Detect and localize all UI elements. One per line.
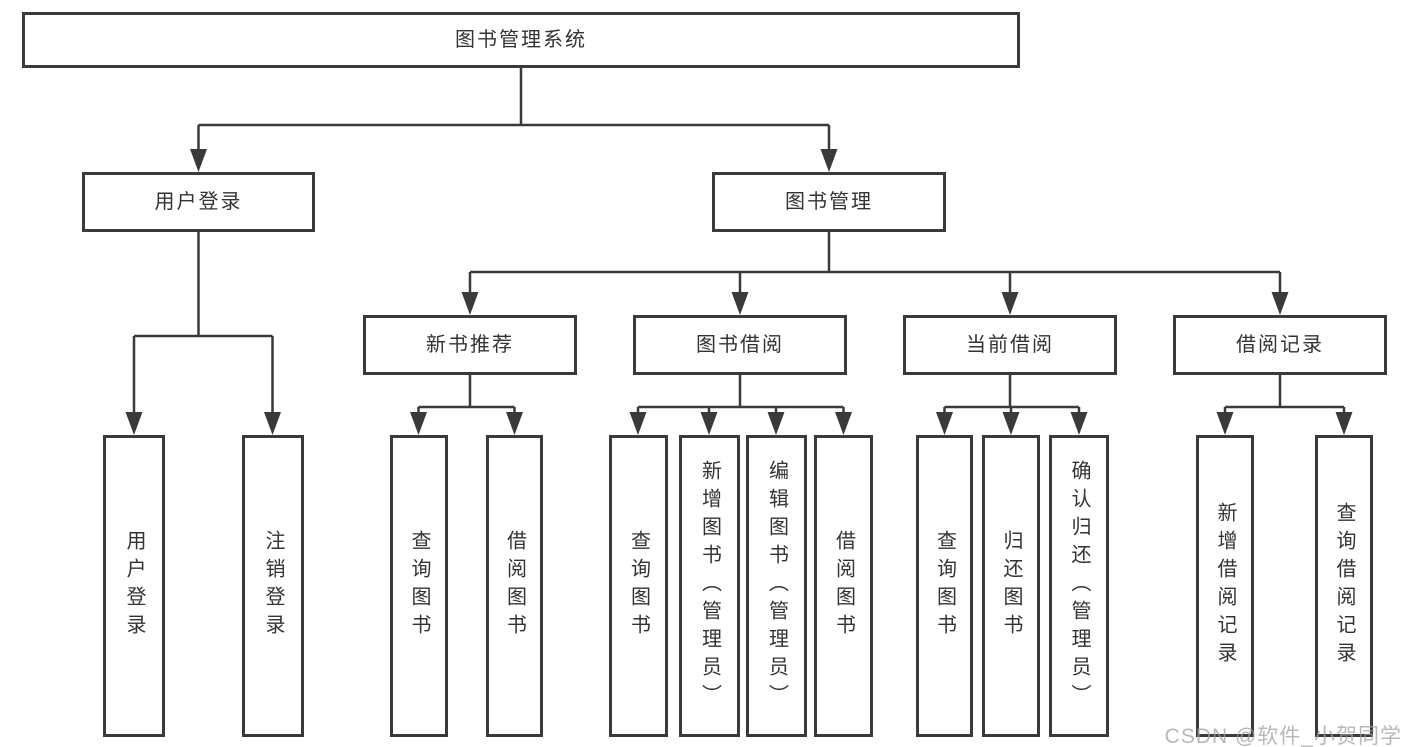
connector-user-login-to-leaves	[132, 232, 274, 418]
arrowhead	[125, 412, 143, 435]
leaf-logout: 注销登录	[242, 435, 304, 737]
leaf-borrow-books-borrowing: 借阅图书	[814, 435, 873, 737]
connector-book-management-to-level3	[468, 232, 1282, 298]
connector-root-to-level2	[197, 68, 831, 155]
arrowhead	[190, 149, 207, 172]
node-book-borrowing: 图书借阅	[633, 315, 847, 375]
arrowhead	[264, 412, 281, 435]
leaf-query-books-recommend: 查询图书	[390, 435, 448, 737]
arrowhead	[1001, 292, 1019, 315]
arrowhead	[629, 412, 647, 435]
node-new-book-recommend: 新书推荐	[363, 315, 577, 375]
connector-lines	[132, 68, 1346, 418]
arrowheads	[125, 149, 1353, 435]
node-library-system: 图书管理系统	[22, 12, 1020, 68]
arrowhead	[936, 412, 953, 435]
leaf-edit-books-admin: 编辑图书（管理员）	[746, 435, 807, 737]
arrowhead	[1070, 412, 1088, 435]
arrowhead	[1002, 412, 1020, 435]
leaf-add-books-admin: 新增图书（管理员）	[679, 435, 740, 737]
leaf-borrow-books-recommend: 借阅图书	[486, 435, 543, 737]
arrowhead	[461, 292, 479, 315]
leaf-query-books-current: 查询图书	[916, 435, 973, 737]
arrowhead	[410, 412, 427, 435]
connector-book-borrowing-to-leaves	[636, 375, 845, 418]
arrowhead	[1216, 412, 1234, 435]
connector-borrowing-records-to-leaves	[1223, 375, 1346, 418]
node-book-management: 图书管理	[712, 172, 946, 232]
connector-new-book-recommend-to-leaves	[417, 375, 516, 418]
node-user-login: 用户登录	[82, 172, 315, 232]
leaf-user-login: 用户登录	[103, 435, 165, 737]
connector-current-borrowing-to-leaves	[943, 375, 1081, 418]
arrowhead	[1335, 412, 1353, 435]
node-current-borrowing: 当前借阅	[903, 315, 1117, 375]
leaf-add-borrow-record: 新增借阅记录	[1196, 435, 1254, 737]
leaf-query-books-borrowing: 查询图书	[609, 435, 668, 737]
arrowhead	[1271, 292, 1289, 315]
csdn-watermark: CSDN @软件_小贺同学	[1164, 725, 1402, 747]
leaf-return-books: 归还图书	[982, 435, 1040, 737]
node-borrowing-records: 借阅记录	[1173, 315, 1387, 375]
arrowhead	[835, 412, 852, 435]
arrowhead	[767, 412, 785, 435]
leaf-query-borrow-record: 查询借阅记录	[1315, 435, 1373, 737]
arrowhead	[506, 412, 523, 435]
leaf-confirm-return-admin: 确认归还（管理员）	[1049, 435, 1109, 737]
arrowhead	[731, 292, 749, 315]
arrowhead	[820, 149, 838, 172]
arrowhead	[700, 412, 718, 435]
